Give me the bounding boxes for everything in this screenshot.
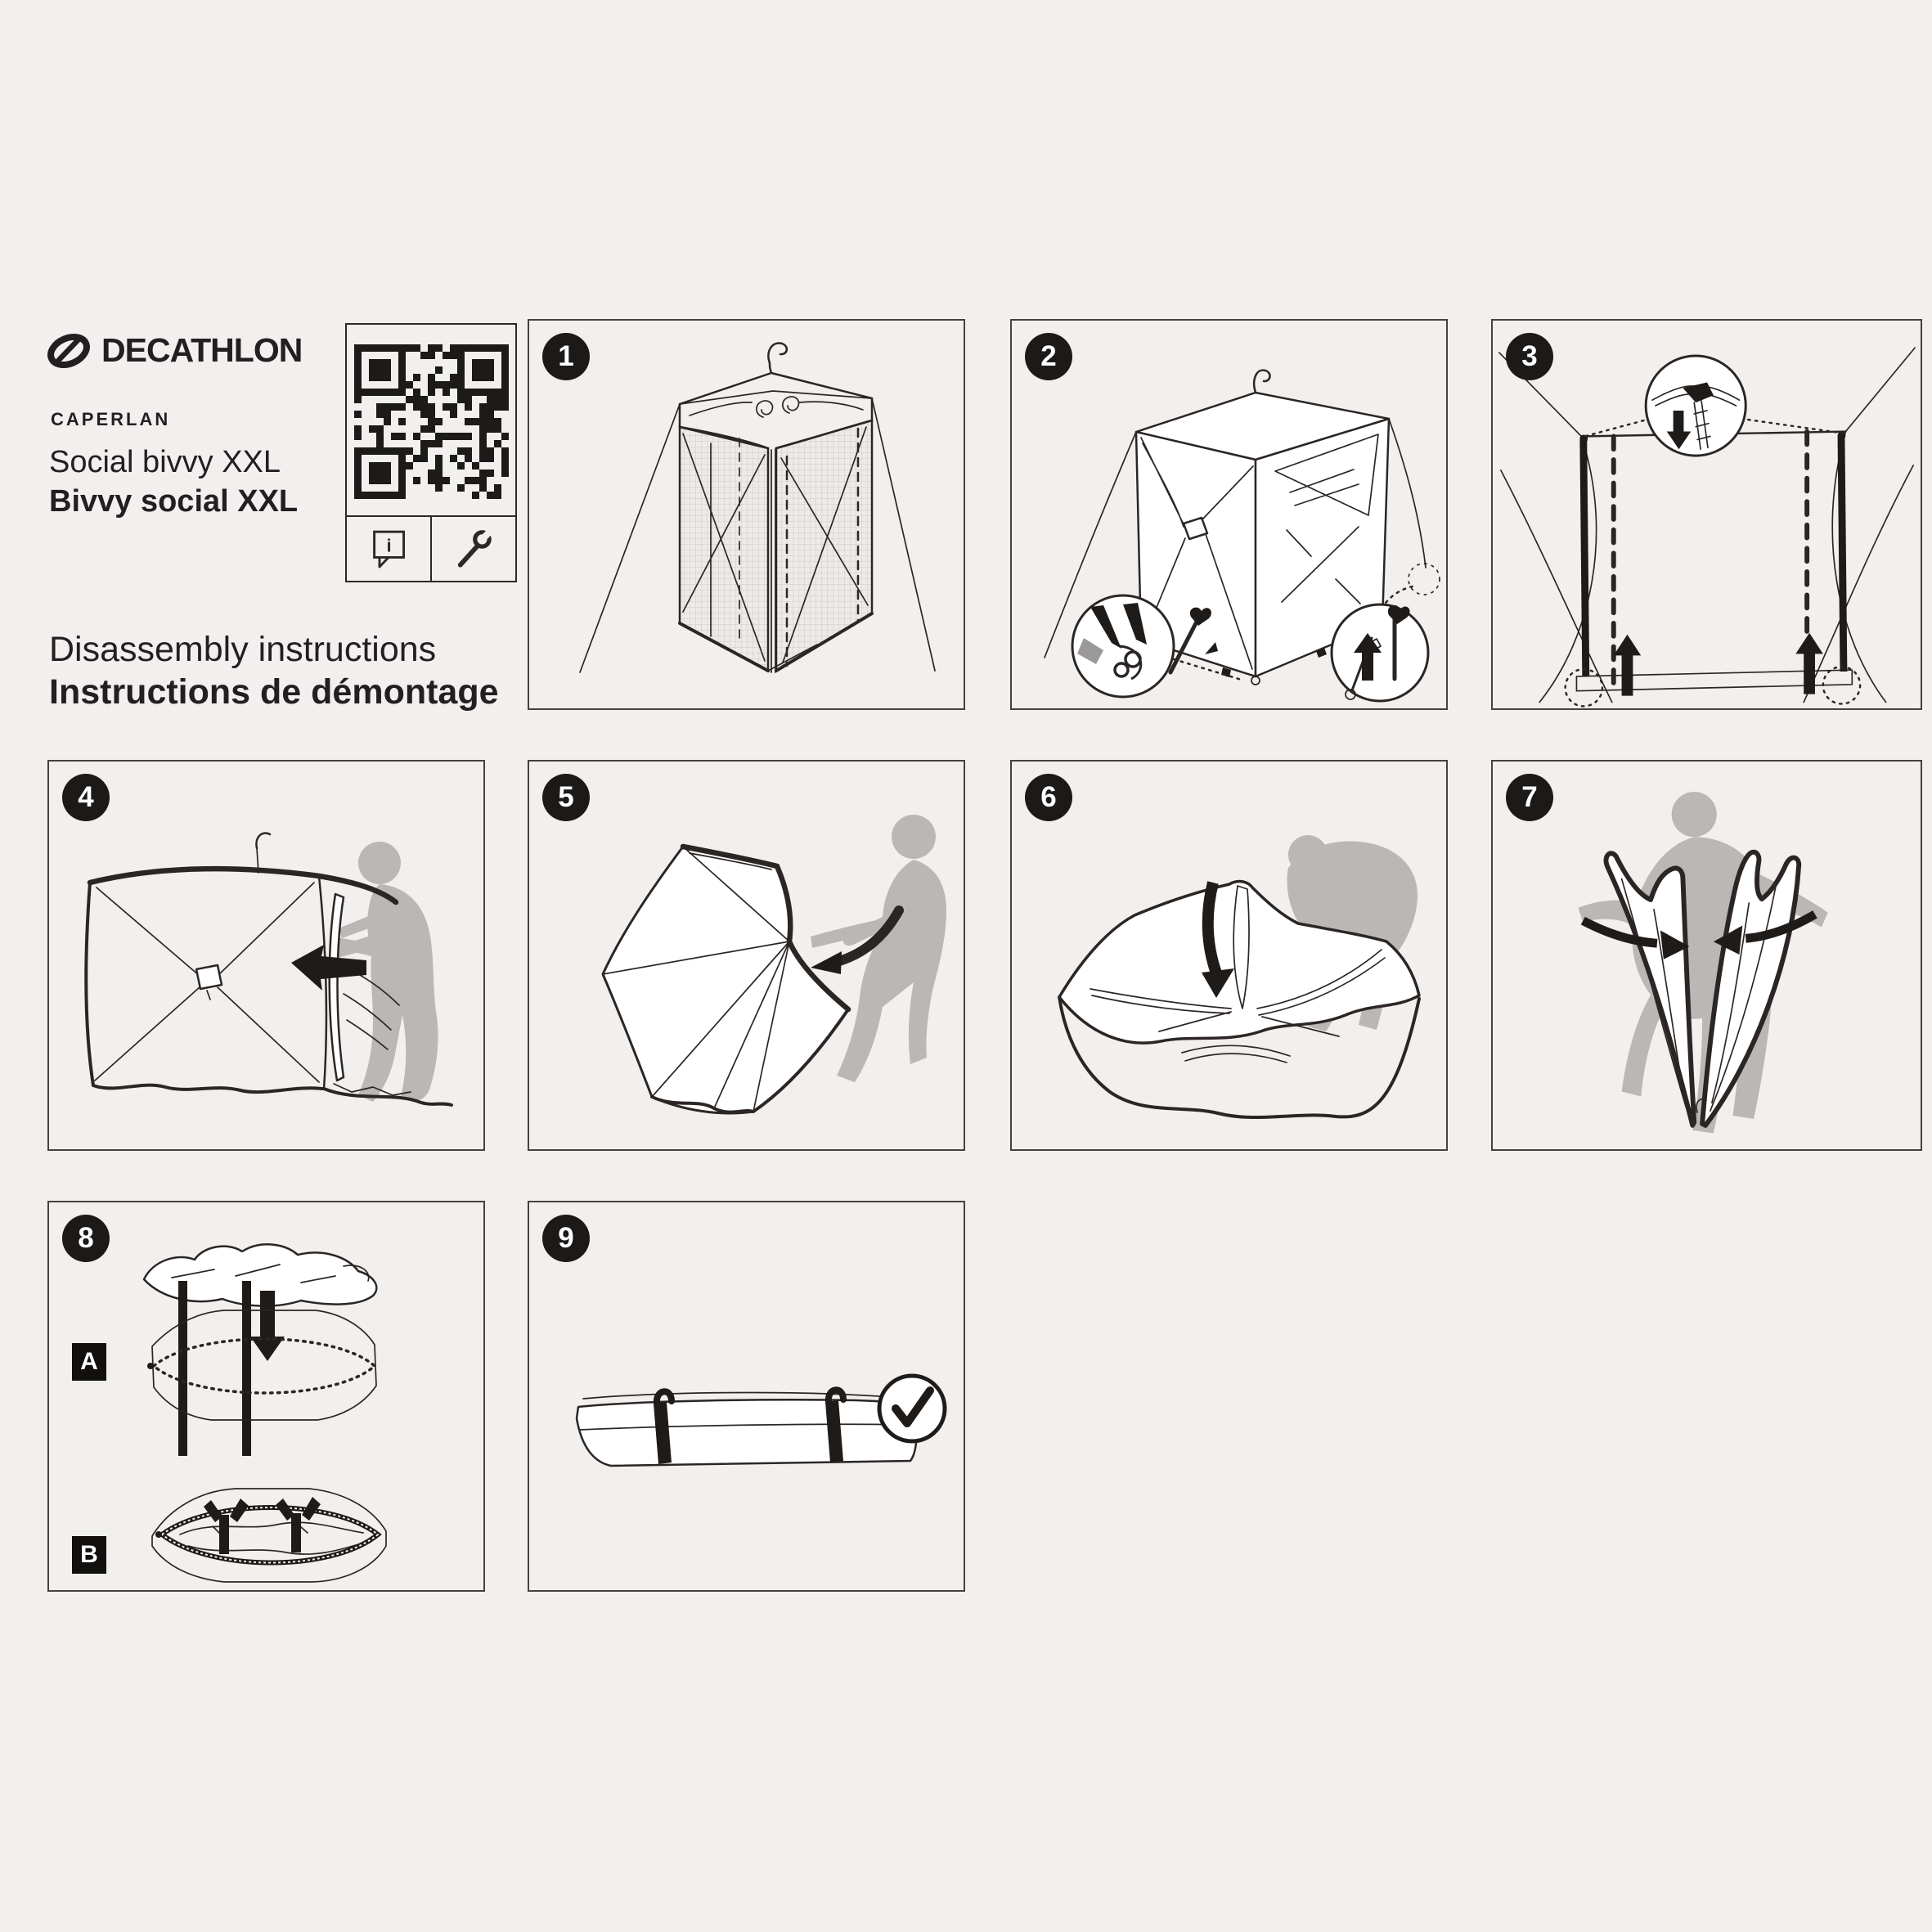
info-speech-bubble-icon: i	[347, 517, 430, 581]
step-panel-4: 4	[47, 760, 485, 1151]
step-3-illustration-release-poles	[1498, 347, 1916, 708]
step-6-illustration-flatten	[1058, 835, 1421, 1120]
step-number-badge: 9	[542, 1215, 590, 1262]
svg-text:i: i	[387, 535, 392, 555]
brand-wordmark: DECATHLON	[101, 330, 303, 369]
sub-step-label-a: A	[72, 1343, 106, 1381]
step-number-badge: 7	[1506, 774, 1553, 821]
step-5-illustration-fold-umbrella	[601, 815, 946, 1115]
qr-code	[347, 325, 515, 519]
step-2-illustration-remove-pegs	[1044, 369, 1440, 703]
step-panel-8: 8 A B	[47, 1201, 485, 1592]
checkmark-icon	[877, 1373, 947, 1444]
step-panel-1: 1	[528, 319, 965, 710]
decathlon-oval-swoosh-icon	[47, 334, 90, 368]
step-number-badge: 2	[1025, 333, 1072, 380]
step-panel-6: 6	[1010, 760, 1448, 1151]
step-number-badge: 5	[542, 774, 590, 821]
sub-step-label-b: B	[72, 1536, 106, 1574]
step-panel-3: 3	[1491, 319, 1922, 710]
step-number-badge: 1	[542, 333, 590, 380]
step-number-badge: 3	[1506, 333, 1553, 380]
step-panel-2: 2	[1010, 319, 1448, 710]
product-name-fr: Bivvy social XXL	[49, 484, 299, 519]
step-panel-7: 7	[1491, 760, 1922, 1151]
sub-brand: CAPERLAN	[51, 409, 171, 429]
step-panel-9: 9	[528, 1201, 965, 1592]
wrench-icon	[430, 517, 515, 581]
step-number-badge: 4	[62, 774, 110, 821]
step-panel-5: 5	[528, 760, 965, 1151]
step-8-illustration-pack-into-bag	[142, 1243, 387, 1583]
document-title-fr: Instructions de démontage	[49, 672, 499, 712]
step-1-illustration-open-bivvy	[579, 342, 936, 673]
step-7-illustration-bring-wings-together	[1578, 792, 1828, 1134]
step-4-illustration-push-side-in	[84, 832, 453, 1107]
step-number-badge: 6	[1025, 774, 1072, 821]
document-title-en: Disassembly instructions	[49, 630, 437, 669]
decathlon-logo: DECATHLON	[47, 329, 303, 371]
step-9-illustration-packed-bag-done	[575, 1373, 947, 1467]
product-name-en: Social bivvy XXL	[49, 445, 281, 479]
qr-info-box: i	[345, 323, 517, 582]
step-number-badge: 8	[62, 1215, 110, 1262]
